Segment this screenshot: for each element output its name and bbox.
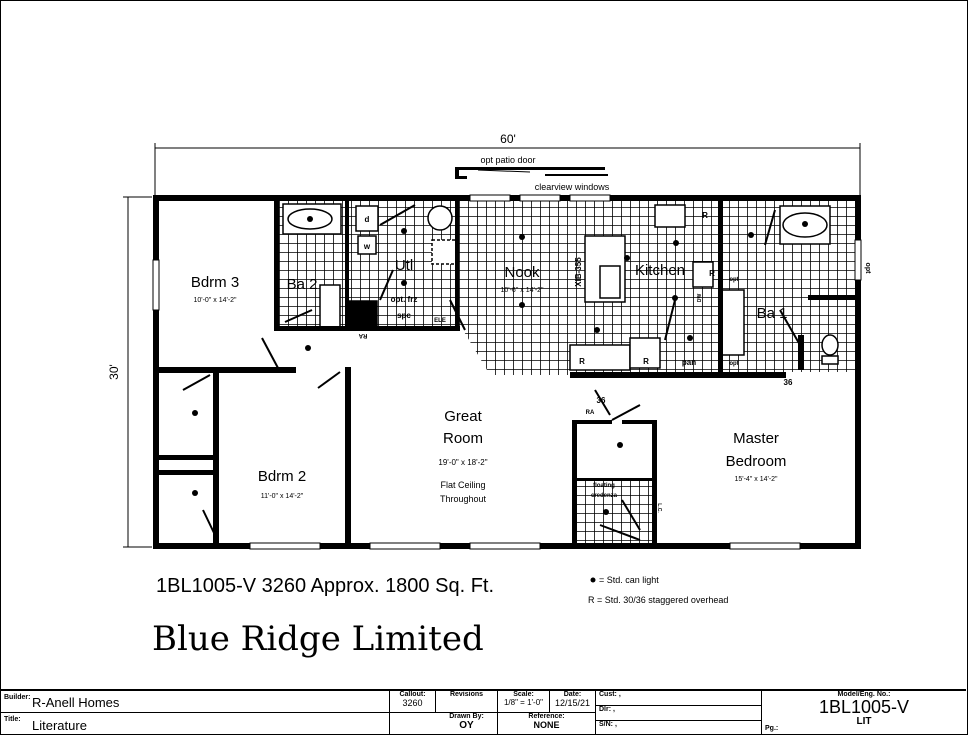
- revisions-label: Revisions: [449, 691, 484, 698]
- room-kitchen: Kitchen: [635, 262, 685, 279]
- linen-closet-label: L.C.: [656, 503, 662, 513]
- room-master-size: 15'-4" x 14'-2": [734, 476, 778, 483]
- overhead-r-label: R: [643, 357, 649, 366]
- overhead-r-label: R: [709, 269, 715, 278]
- revisions-cell: Revisions: [436, 691, 498, 713]
- room-great-room-size: 19'-0" x 18'-2": [438, 458, 487, 467]
- width-dimension: 60': [500, 132, 516, 146]
- door-swings: [182, 204, 801, 541]
- room-nook-size: 10'-6" x 14'-2": [500, 287, 544, 294]
- room-master-line2: Bedroom: [726, 453, 787, 470]
- legend-can-light: = Std. can light: [599, 575, 659, 585]
- page-value: LIT: [856, 716, 872, 727]
- customer-cell: Cust: , Dlr: , S/N: ,: [596, 691, 762, 735]
- scale-value: 1/8" = 1'-0": [503, 698, 543, 707]
- title-value: Literature: [32, 718, 87, 733]
- model-value: 1BL1005-V: [818, 697, 910, 717]
- room-great-room: Great: [444, 408, 482, 425]
- floor-plan: 60' 30' opt patio door clearview windows: [107, 132, 871, 659]
- scale-cell: Scale: 1/8" = 1'-0": [498, 691, 550, 713]
- opt-frz-label: opt. frz: [391, 295, 418, 304]
- drawn-by-value: OY: [459, 720, 474, 731]
- page-label: Pg.:: [765, 725, 779, 732]
- overhead-r-label: R: [702, 211, 708, 220]
- model-label: Model/Eng. No.:: [837, 691, 891, 698]
- overhead-r-label: R: [579, 357, 585, 366]
- room-master: Master: [733, 430, 779, 447]
- door-36-label: 36: [784, 378, 793, 387]
- sn-field: S/N: ,: [599, 721, 617, 728]
- floating-label: floating: [593, 483, 615, 489]
- room-ba1: Ba 1: [757, 305, 788, 322]
- builder-value: R-Anell Homes: [32, 695, 120, 710]
- fixture-labels: d w opt. frz spc ELE RA RA XIB-355 R R R…: [358, 211, 871, 513]
- dlr-field: Dlr: ,: [596, 706, 761, 721]
- date-label: Date:: [563, 691, 582, 698]
- dryer-label: d: [365, 215, 370, 224]
- date-value: 12/15/21: [554, 698, 591, 708]
- ele-label: ELE: [434, 318, 446, 324]
- model-cell: Model/Eng. No.: 1BL1005-V Pg.: LIT: [762, 691, 966, 735]
- great-room-note: Flat Ceiling: [440, 480, 485, 490]
- opt-window-label: opt: [864, 263, 871, 275]
- patio-door-symbol: [455, 167, 608, 179]
- can-light-icons: [192, 216, 808, 515]
- reference-value: NONE: [533, 720, 560, 730]
- xib-label: XIB-355: [574, 257, 583, 287]
- brand-logo: Blue Ridge Limited: [152, 619, 484, 659]
- room-nook: Nook: [504, 264, 540, 281]
- cust-field: Cust: ,: [596, 691, 761, 706]
- plan-caption: 1BL1005-V 3260 Approx. 1800 Sq. Ft.: [156, 575, 494, 597]
- builder-label: Builder:: [4, 694, 31, 701]
- depth-dimension: 30': [107, 364, 121, 380]
- date-cell: Date: 12/15/21: [550, 691, 596, 713]
- can-light-legend-icon: [590, 577, 596, 583]
- builder-title-cell: Builder: R-Anell Homes Title: Literature: [0, 691, 390, 735]
- callout-cell: Callout: 3260: [390, 691, 436, 713]
- windows: [152, 194, 862, 550]
- dishwasher-label: DW: [697, 294, 703, 303]
- scale-label: Scale:: [513, 691, 534, 698]
- clearview-windows-label: clearview windows: [535, 182, 610, 192]
- room-bdrm3-size: 10'-0" x 14'-2": [193, 297, 237, 304]
- credenza-label: credenza: [591, 493, 618, 499]
- pantry-label: pan: [682, 358, 696, 367]
- room-utl: Utl: [395, 257, 413, 274]
- title-block: Builder: R-Anell Homes Title: Literature…: [0, 689, 966, 735]
- reference-cell: Reference: NONE: [498, 713, 596, 735]
- room-ba2: Ba 2: [287, 276, 318, 293]
- callout-value: 3260: [402, 698, 423, 708]
- room-bdrm2: Bdrm 2: [258, 468, 306, 485]
- dimension-60: [123, 143, 861, 548]
- drawn-by-label: Drawn By:: [449, 713, 484, 720]
- room-bdrm2-size: 11'-0" x 14'-2": [261, 493, 304, 500]
- callout-label: Callout:: [399, 691, 426, 698]
- legend-overhead: R = Std. 30/36 staggered overhead: [588, 595, 728, 605]
- room-labels: Bdrm 3 10'-0" x 14'-2" Ba 2 Utl Nook 10'…: [191, 257, 788, 504]
- ra-label-2: RA: [586, 410, 595, 416]
- drawn-by-cell: Drawn By: OY: [436, 713, 498, 735]
- spc-label: spc: [397, 311, 411, 320]
- ra-label: RA: [358, 332, 367, 338]
- room-great-room-line2: Room: [443, 430, 483, 447]
- opt-patio-door-label: opt patio door: [480, 155, 535, 165]
- opt-label: opt: [729, 361, 738, 367]
- door-36-label: 36: [597, 396, 606, 405]
- room-bdrm3: Bdrm 3: [191, 274, 239, 291]
- title-label: Title:: [4, 716, 21, 723]
- great-room-note-line2: Throughout: [440, 494, 487, 504]
- reference-label: Reference:: [528, 713, 565, 720]
- opt-label: opt: [729, 277, 738, 283]
- washer-label: w: [363, 242, 371, 251]
